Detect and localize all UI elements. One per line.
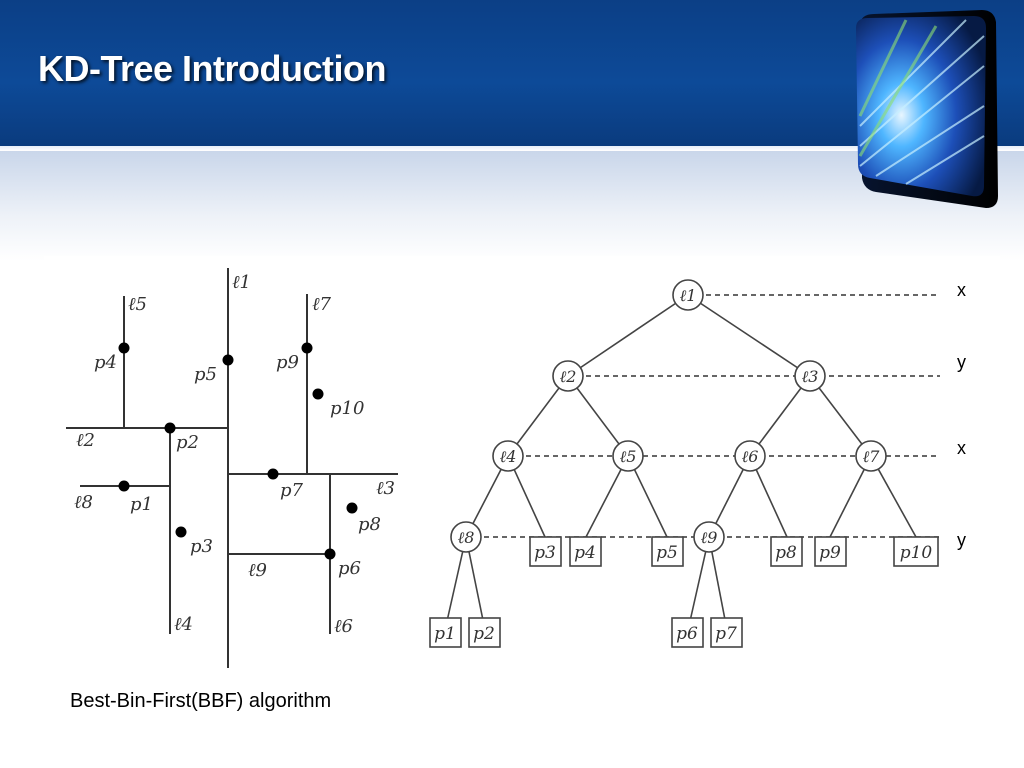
point-p2 xyxy=(164,422,176,434)
svg-text:ℓ3: ℓ3 xyxy=(802,367,819,386)
tree-internal-nodes: ℓ1 ℓ2 ℓ3 ℓ4 ℓ5 ℓ6 ℓ7 ℓ8 xyxy=(450,279,887,553)
tree-leaf-p8: p8 xyxy=(770,536,803,567)
header-fade-band xyxy=(0,151,1024,261)
svg-text:ℓ2: ℓ2 xyxy=(560,367,577,386)
level-label-1: x xyxy=(957,280,966,300)
header-stripe xyxy=(0,146,1024,151)
level-label-3: x xyxy=(957,438,966,458)
tree-leaf-p7: p7 xyxy=(710,617,743,648)
slide-header xyxy=(0,0,1024,150)
svg-text:ℓ5: ℓ5 xyxy=(620,447,637,466)
label-p3: p3 xyxy=(190,536,213,557)
svg-text:p6: p6 xyxy=(676,624,698,644)
tree-leaf-p6: p6 xyxy=(671,617,704,648)
tree-node-l5: ℓ5 xyxy=(612,440,644,472)
partition-points xyxy=(118,342,358,560)
point-p8 xyxy=(346,502,358,514)
svg-text:p7: p7 xyxy=(715,624,737,644)
tree-leaf-p3: p3 xyxy=(529,536,562,567)
tree-node-l3: ℓ3 xyxy=(794,360,826,392)
label-l2: ℓ2 xyxy=(76,430,95,451)
label-p4: p4 xyxy=(94,352,117,373)
label-l8: ℓ8 xyxy=(74,492,93,513)
svg-text:p10: p10 xyxy=(900,543,933,563)
label-p1: p1 xyxy=(130,494,153,515)
label-l3: ℓ3 xyxy=(376,478,395,499)
label-p7: p7 xyxy=(280,480,304,501)
label-p9: p9 xyxy=(276,352,299,373)
partition-labels: ℓ1 ℓ2 ℓ3 ℓ4 ℓ5 ℓ6 ℓ7 ℓ8 ℓ9 p1 p2 p3 p4 p… xyxy=(74,272,395,637)
figure-background xyxy=(44,256,1000,676)
label-p10: p10 xyxy=(330,398,364,419)
point-p3 xyxy=(175,526,187,538)
tree-node-l8: ℓ8 xyxy=(450,521,482,553)
tree-node-l7: ℓ7 xyxy=(855,440,887,472)
tree-node-l9: ℓ9 xyxy=(693,521,725,553)
label-l5: ℓ5 xyxy=(128,294,147,315)
svg-text:ℓ1: ℓ1 xyxy=(680,286,697,305)
point-p4 xyxy=(118,342,130,354)
logo-cube-icon xyxy=(856,10,998,208)
svg-text:ℓ9: ℓ9 xyxy=(701,528,718,547)
svg-text:p4: p4 xyxy=(574,543,596,563)
svg-text:p8: p8 xyxy=(775,543,797,563)
label-p5: p5 xyxy=(194,364,217,385)
svg-text:p5: p5 xyxy=(656,543,678,563)
label-l9: ℓ9 xyxy=(248,560,267,581)
label-l4: ℓ4 xyxy=(174,614,193,635)
tree-node-l1: ℓ1 xyxy=(672,279,704,311)
point-p5 xyxy=(222,354,234,366)
label-p6: p6 xyxy=(338,558,361,579)
point-p7 xyxy=(267,468,279,480)
slide-title: KD-Tree Introduction xyxy=(38,48,387,89)
point-p1 xyxy=(118,480,130,492)
level-axis-labels: x y x y xyxy=(957,280,966,550)
tree-node-l6: ℓ6 xyxy=(734,440,766,472)
label-l1: ℓ1 xyxy=(232,272,251,293)
point-p10 xyxy=(312,388,324,400)
point-p6 xyxy=(324,548,336,560)
tree-leaf-p9: p9 xyxy=(814,536,847,567)
svg-text:p3: p3 xyxy=(534,543,556,563)
label-l6: ℓ6 xyxy=(334,616,353,637)
tree-leaf-p2: p2 xyxy=(468,617,501,648)
tree-leaf-nodes: p1 p2 p3 p4 p5 p6 p7 p8 xyxy=(429,536,939,648)
svg-text:p2: p2 xyxy=(473,624,495,644)
svg-text:ℓ8: ℓ8 xyxy=(458,528,475,547)
level-label-2: y xyxy=(957,352,966,372)
level-label-4: y xyxy=(957,530,966,550)
tree-node-l2: ℓ2 xyxy=(552,360,584,392)
point-p9 xyxy=(301,342,313,354)
label-l7: ℓ7 xyxy=(312,294,331,315)
label-p2: p2 xyxy=(176,432,199,453)
svg-text:ℓ4: ℓ4 xyxy=(500,447,517,466)
tree-leaf-p10: p10 xyxy=(893,536,939,567)
tree-leaf-p1: p1 xyxy=(429,617,462,648)
label-p8: p8 xyxy=(358,514,381,535)
tree-node-l4: ℓ4 xyxy=(492,440,524,472)
tree-leaf-p4: p4 xyxy=(569,536,602,567)
svg-text:p9: p9 xyxy=(819,543,841,563)
svg-text:p1: p1 xyxy=(434,624,456,644)
figure-caption: Best-Bin-First(BBF) algorithm xyxy=(70,690,332,712)
svg-text:ℓ7: ℓ7 xyxy=(863,447,881,466)
svg-text:ℓ6: ℓ6 xyxy=(742,447,759,466)
tree-leaf-p5: p5 xyxy=(651,536,684,567)
